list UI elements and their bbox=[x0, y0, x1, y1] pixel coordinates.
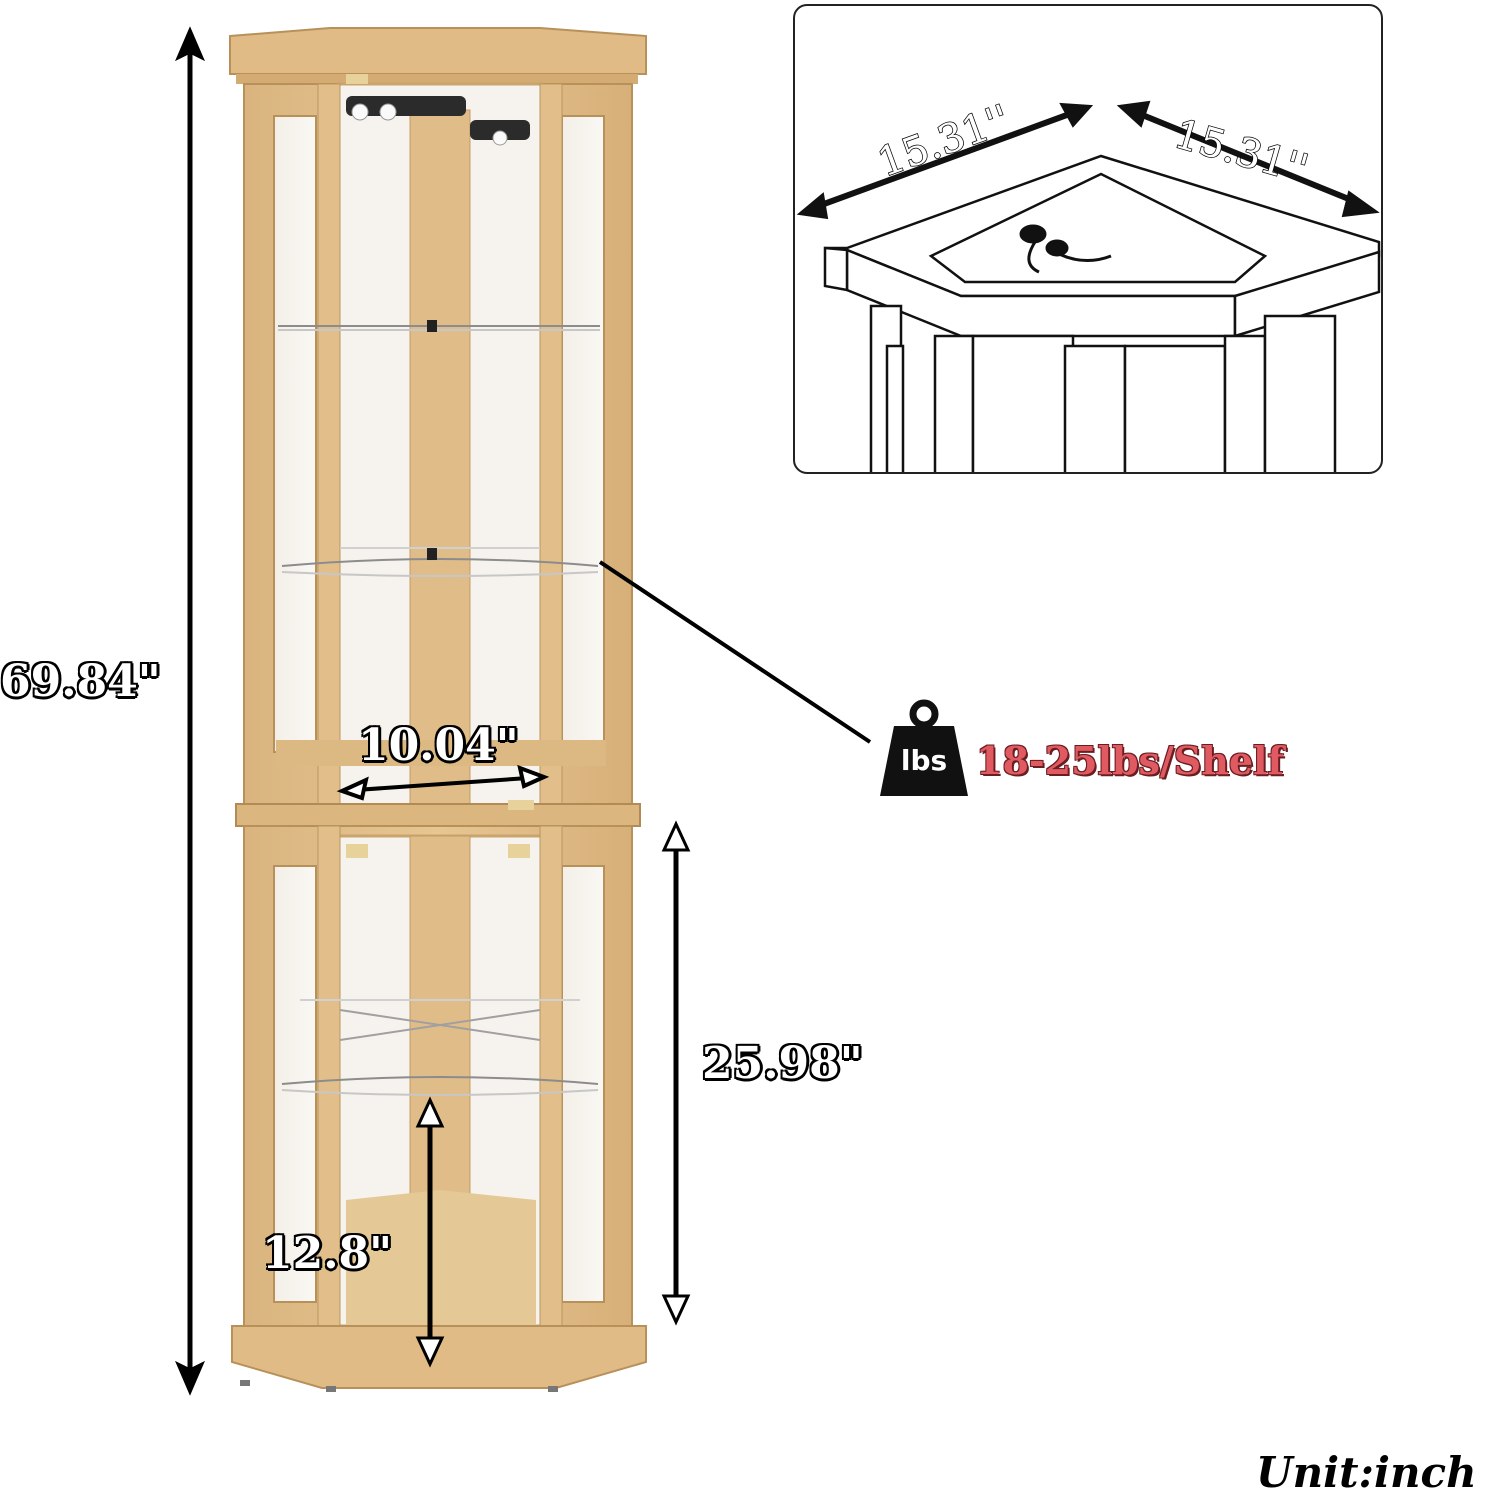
shelf-load-leader-line bbox=[598, 560, 872, 744]
cabinet-middle-belt bbox=[235, 803, 641, 827]
corner-top-view-drawing bbox=[796, 100, 1381, 472]
shelf-load-capacity-label: 18-25lbs/Shelf bbox=[976, 738, 1284, 783]
cabinet-crown bbox=[229, 27, 647, 75]
front-width-arrow bbox=[336, 764, 550, 801]
cabinet-plinth bbox=[231, 1325, 647, 1389]
upper-shelves bbox=[278, 325, 600, 577]
overall-height-arrow bbox=[175, 26, 205, 1396]
front-width-label: 10.04" bbox=[357, 720, 520, 771]
top-lights bbox=[346, 96, 530, 146]
weight-icon-label: lbs bbox=[900, 744, 948, 777]
lower-height-arrow bbox=[661, 820, 691, 1326]
lower-cabinet-height-label: 25.98" bbox=[701, 1038, 864, 1089]
overall-height-label: 69.84" bbox=[0, 656, 162, 707]
bottom-shelf-gap-arrow bbox=[415, 1096, 445, 1368]
bottom-shelf-gap-label: 12.8" bbox=[261, 1228, 393, 1279]
power-cord-icon bbox=[1019, 224, 1112, 274]
lower-shelves bbox=[281, 999, 599, 1096]
weight-icon bbox=[880, 699, 968, 796]
unit-label: Unit:inch bbox=[1256, 1448, 1477, 1497]
top-view-inset: 15.31'' 15.31'' bbox=[793, 4, 1383, 474]
